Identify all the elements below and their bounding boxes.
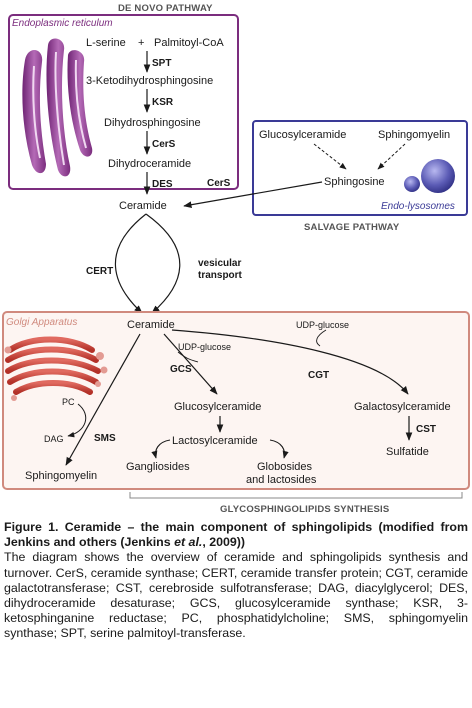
udp-glucose-gcs-arrow bbox=[177, 351, 199, 363]
lactosyl-to-globosides-arrow bbox=[269, 439, 289, 459]
gluc-to-sphingosine-arrow bbox=[313, 143, 347, 170]
figure-caption: Figure 1. Ceramide – the main component … bbox=[4, 520, 468, 642]
vesicular-transport-label-2: transport bbox=[198, 270, 243, 281]
galactosylceramide-label: Galactosylceramide bbox=[354, 401, 451, 413]
lactosyl-to-gangliosides-arrow bbox=[151, 439, 171, 459]
gsl-synthesis-bracket bbox=[129, 492, 463, 499]
salvage-sphingomyelin-label: Sphingomyelin bbox=[378, 129, 450, 141]
caption-title-etal: et al. bbox=[174, 535, 203, 550]
golgi-glucosylceramide-label: Glucosylceramide bbox=[174, 401, 261, 413]
cert-transport-arrow bbox=[114, 213, 147, 314]
dihydrosphingosine-label: Dihydrosphingosine bbox=[104, 117, 201, 129]
sphingolipid-pathway-diagram: DE NOVO PATHWAY Endoplasmic reticulum L-… bbox=[2, 3, 470, 515]
caption-title-part2: , 2009)) bbox=[202, 535, 246, 550]
udp-glucose-cgt-arrow bbox=[316, 329, 327, 347]
sms-arrow bbox=[65, 333, 141, 466]
cgt-arrow bbox=[171, 329, 409, 395]
er-compartment-box bbox=[8, 14, 239, 190]
vesicular-transport-arrow bbox=[145, 213, 181, 314]
ksr-enzyme: KSR bbox=[152, 97, 174, 108]
caption-body: The diagram shows the overview of cerami… bbox=[4, 550, 468, 641]
sms-enzyme: SMS bbox=[94, 433, 116, 444]
endo-lysosome-small bbox=[404, 176, 420, 192]
gcs-arrow bbox=[163, 333, 218, 395]
pc-label: PC bbox=[62, 397, 75, 407]
sulfatide-label: Sulfatide bbox=[386, 446, 429, 458]
salvage-glucosylceramide-label: Glucosylceramide bbox=[259, 129, 346, 141]
spt-enzyme: SPT bbox=[152, 58, 171, 69]
salvage-cers-arrow bbox=[183, 181, 323, 209]
palmitoyl-coa-label: Palmitoyl-CoA bbox=[154, 37, 224, 49]
endo-lysosome-large bbox=[421, 159, 455, 193]
cgt-enzyme: CGT bbox=[308, 370, 329, 381]
vesicular-transport-label-1: vesicular bbox=[198, 258, 241, 269]
cst-enzyme: CST bbox=[416, 424, 436, 435]
salvage-title: SALVAGE PATHWAY bbox=[304, 222, 400, 233]
udp-glucose-label-2: UDP-glucose bbox=[296, 320, 349, 330]
gangliosides-label: Gangliosides bbox=[126, 461, 190, 473]
sphingosine-label: Sphingosine bbox=[324, 176, 385, 188]
er-illustration bbox=[22, 38, 93, 177]
cers-enzyme: CerS bbox=[152, 139, 176, 150]
gsl-synthesis-label: GLYCOSPHINGOLIPIDS SYNTHESIS bbox=[220, 504, 389, 515]
lserine-label: L-serine bbox=[86, 37, 126, 49]
dag-label: DAG bbox=[44, 434, 64, 444]
ketodihydrosphingosine-label: 3-Ketodihydrosphingosine bbox=[86, 75, 213, 87]
golgi-ceramide-label: Ceramide bbox=[127, 319, 175, 331]
salvage-cers-enzyme: CerS bbox=[207, 178, 231, 189]
caption-title-part1: Figure 1. Ceramide – the main component … bbox=[4, 520, 468, 550]
pc-to-dag-arrow bbox=[67, 403, 87, 438]
golgi-compartment-box bbox=[2, 311, 470, 490]
lactosylceramide-label: Lactosylceramide bbox=[172, 435, 258, 447]
endo-lysosomes-label: Endo-lysosomes bbox=[381, 201, 455, 212]
globosides-label-1: Globosides bbox=[257, 461, 313, 473]
plus-sign: + bbox=[138, 37, 144, 49]
globosides-label-2: and lactosides bbox=[246, 474, 317, 486]
gcs-enzyme: GCS bbox=[170, 364, 192, 375]
de-novo-title: DE NOVO PATHWAY bbox=[118, 3, 213, 14]
sm-to-sphingosine-arrow bbox=[377, 143, 406, 170]
des-enzyme: DES bbox=[152, 179, 173, 190]
er-label: Endoplasmic reticulum bbox=[12, 18, 113, 29]
golgi-sphingomyelin-label: Sphingomyelin bbox=[25, 470, 97, 482]
golgi-label: Golgi Apparatus bbox=[6, 317, 77, 328]
er-ceramide-label: Ceramide bbox=[119, 200, 167, 212]
cert-label: CERT bbox=[86, 266, 113, 277]
udp-glucose-label-1: UDP-glucose bbox=[178, 342, 231, 352]
caption-title: Figure 1. Ceramide – the main component … bbox=[4, 520, 468, 550]
golgi-illustration bbox=[4, 336, 108, 401]
dihydroceramide-label: Dihydroceramide bbox=[108, 158, 191, 170]
